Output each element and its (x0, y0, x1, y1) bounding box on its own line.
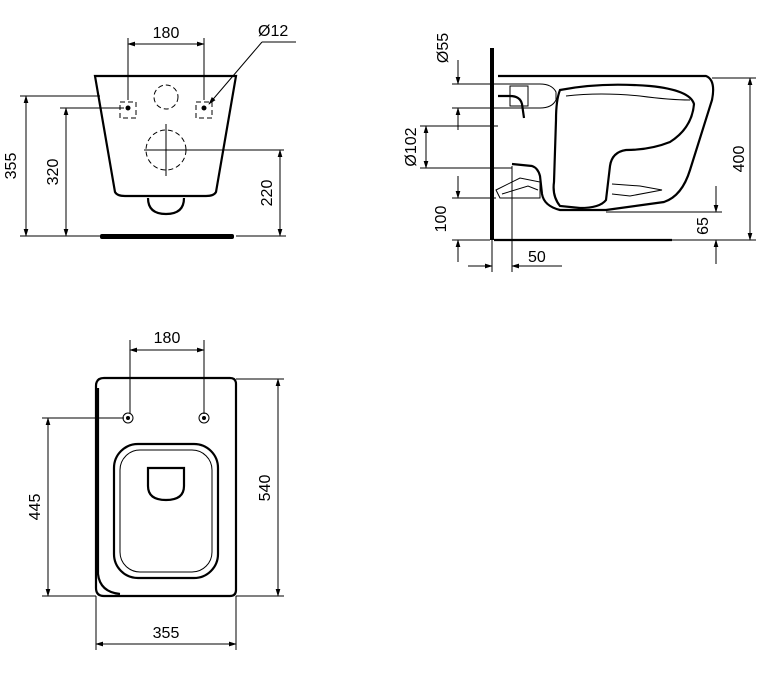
side-view: Ø55 Ø102 100 400 65 50 (403, 33, 756, 272)
side-inlet-fitting (509, 85, 529, 107)
top-bolt-dot-left (126, 416, 130, 420)
top-dim-label-355: 355 (153, 625, 180, 642)
side-wall (490, 48, 494, 240)
front-bowl-foot (146, 197, 186, 216)
front-inlet-circle (153, 84, 179, 110)
side-bracket-detail (501, 185, 539, 195)
front-leader-o12 (208, 41, 263, 105)
front-bowl-outline (93, 74, 238, 198)
side-dim-label-400: 400 (731, 146, 748, 173)
side-dim-label-o55: Ø55 (435, 33, 452, 63)
side-dim-label-o102: Ø102 (403, 127, 420, 166)
side-bowl-outline (498, 74, 715, 212)
front-dim-label-o12: Ø12 (258, 23, 288, 40)
front-bolt-dot-right (201, 105, 207, 111)
front-floor-plate (100, 234, 234, 239)
side-flush-rim (565, 93, 691, 101)
top-bowl-opening (112, 442, 220, 580)
side-bowl-inner (552, 83, 696, 210)
top-dim-label-540: 540 (257, 475, 274, 502)
top-seat-outer-rim (96, 388, 121, 596)
side-right-support (611, 183, 663, 197)
front-bolt-left (119, 101, 137, 119)
front-bolt-right (195, 101, 213, 119)
front-dim-label-320: 320 (45, 159, 62, 186)
front-dim-label-355: 355 (3, 153, 20, 180)
side-dim-label-50: 50 (528, 249, 546, 266)
top-drain-opening (146, 466, 186, 502)
side-dim-label-65: 65 (695, 217, 712, 235)
side-dim-label-100: 100 (433, 206, 450, 233)
top-view: 180 445 540 355 (27, 330, 284, 650)
front-bolt-dot-left (125, 105, 131, 111)
top-seat-outline (94, 376, 238, 598)
top-bolt-dot-right (202, 416, 206, 420)
top-dim-label-180: 180 (154, 330, 181, 347)
front-dim-label-220: 220 (259, 180, 276, 207)
side-bracket (495, 177, 541, 199)
top-dim-label-445: 445 (27, 494, 44, 521)
front-view: 180 Ø12 355 320 220 (3, 23, 296, 239)
front-dim-label-180: 180 (153, 25, 180, 42)
side-inlet-pipe (498, 83, 557, 109)
top-bowl-inner (119, 449, 213, 573)
